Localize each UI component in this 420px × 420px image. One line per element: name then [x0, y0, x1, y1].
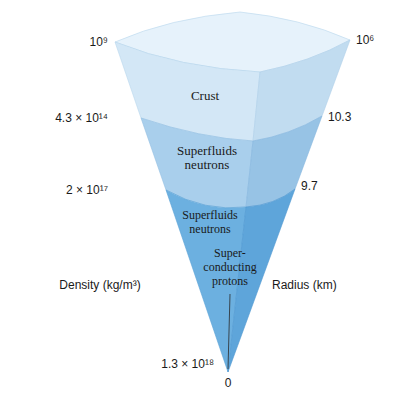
- crust-layer-side: [253, 40, 350, 141]
- crust-layer: [115, 42, 260, 141]
- layer-label: Superfluids neutrons: [165, 208, 255, 236]
- density-value: 10⁹: [90, 35, 109, 49]
- layer-band: Crust: [160, 86, 223, 106]
- radius-value: 9.7: [301, 179, 318, 193]
- layer-label: Superfluids neutrons: [162, 144, 252, 172]
- superfluid-layer-side: [246, 116, 322, 207]
- density-value: 1.3 × 10¹⁸: [161, 357, 214, 371]
- layer-band: Superfluids neutronsSuper- conducting pr…: [160, 205, 267, 291]
- density-value: 2 × 10¹⁷: [66, 183, 108, 197]
- axis-title: Density (kg/m³): [59, 278, 140, 292]
- radius-value: 10⁶: [356, 33, 374, 47]
- density-value: 4.3 × 10¹⁴: [55, 111, 108, 125]
- leader-line: [228, 294, 230, 369]
- superfluid-layer: [141, 118, 253, 208]
- radius-value: 10.3: [328, 110, 351, 124]
- radius-value: 0: [225, 376, 232, 390]
- layer-label: Super- conducting protons: [196, 246, 264, 288]
- layer-band: Superfluids neutrons: [160, 141, 255, 175]
- layer-label: Crust: [191, 89, 219, 103]
- axis-title: Radius (km): [272, 278, 337, 292]
